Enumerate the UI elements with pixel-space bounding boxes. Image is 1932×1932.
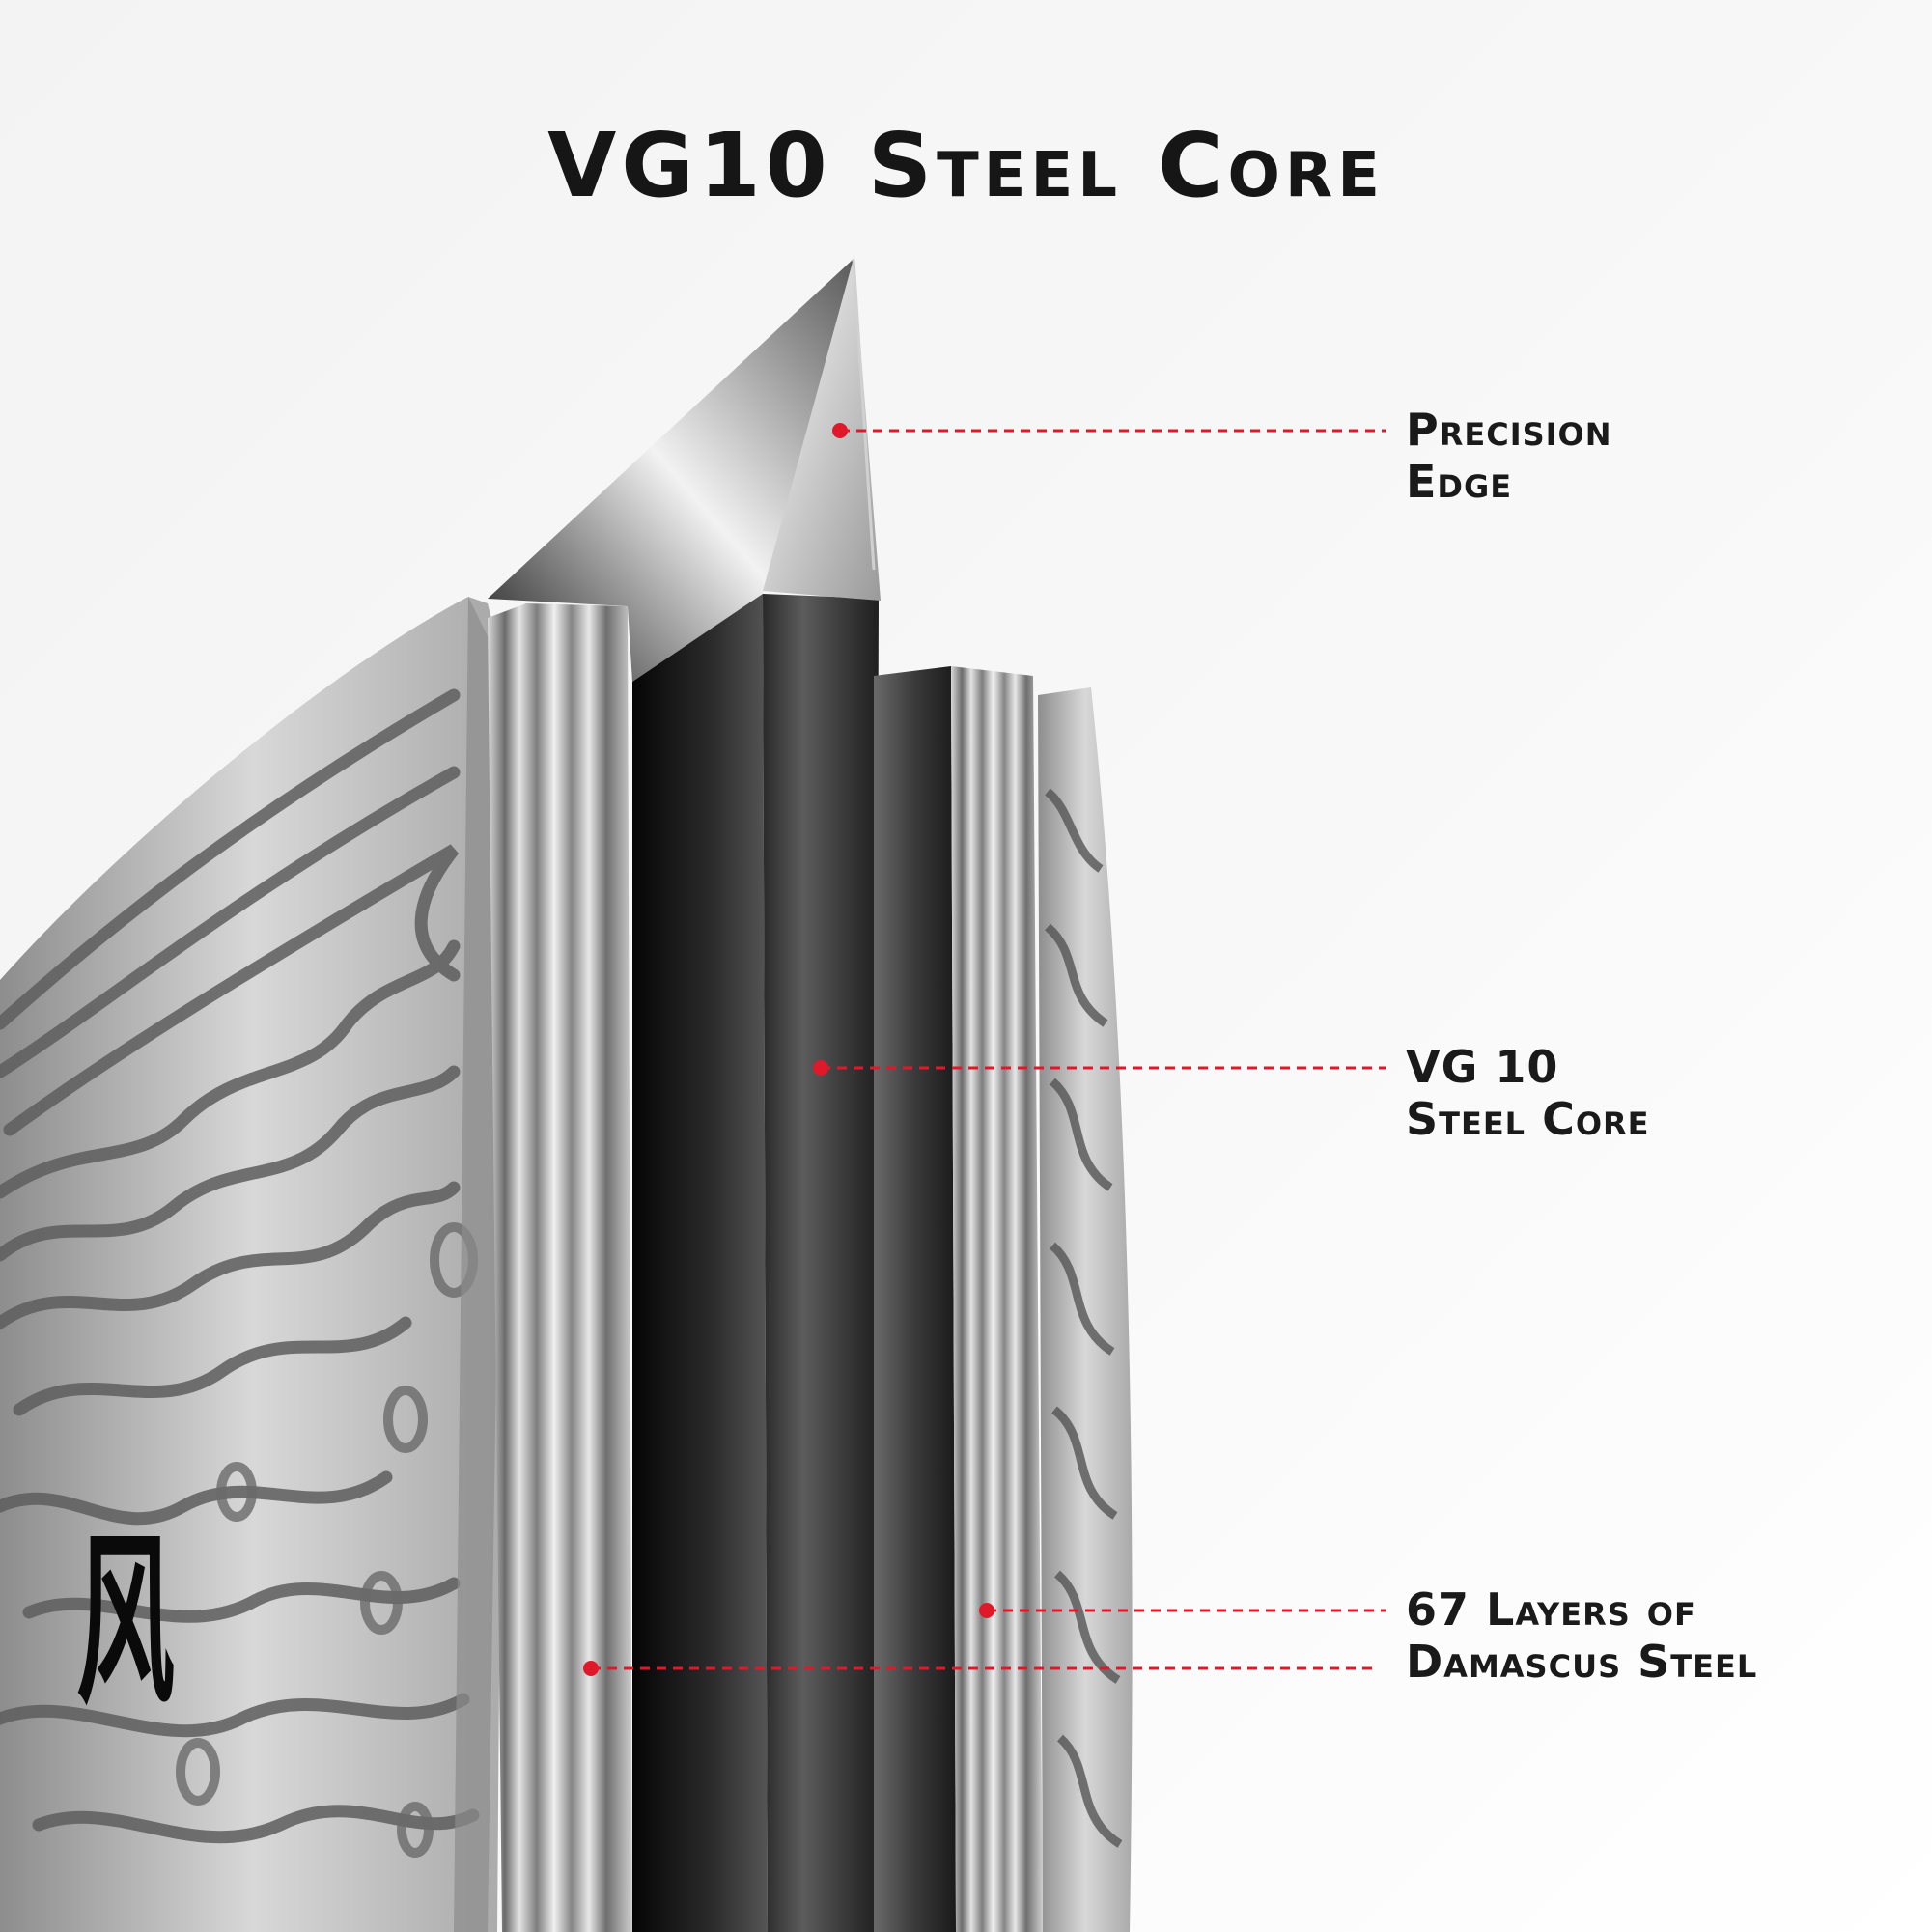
- damascus-face-right: [1038, 687, 1133, 1932]
- inner-face-left: [632, 594, 768, 1932]
- callout-damascus-layers-line1: 67 Layers of: [1406, 1583, 1696, 1636]
- callout-damascus-layers-line2: Damascus Steel: [1406, 1636, 1758, 1688]
- dot-core: [813, 1060, 828, 1076]
- callout-steel-core-line1: VG 10: [1406, 1041, 1559, 1093]
- dot-precision-edge: [832, 423, 848, 438]
- inner-face-right: [874, 666, 956, 1932]
- callout-leaders: [591, 429, 1386, 1670]
- maker-mark-logo: 风: [76, 1513, 175, 1730]
- blade-bevel-right: [763, 259, 881, 601]
- callout-precision-edge-line2: Edge: [1406, 456, 1513, 508]
- callout-dots: [583, 423, 994, 1676]
- damascus-layers-left: [488, 603, 632, 1932]
- damascus-face-left: [0, 597, 507, 1932]
- dot-layers-right: [979, 1603, 994, 1618]
- page-title: VG10 Steel Core: [547, 114, 1385, 217]
- vg10-steel-core: [763, 594, 879, 1932]
- blade-bevel-left: [488, 259, 854, 682]
- callout-steel-core-line2: Steel Core: [1406, 1093, 1650, 1145]
- callout-precision-edge-line1: Precision: [1406, 404, 1612, 456]
- callout-precision-edge: Precision Edge: [1406, 404, 1612, 508]
- svg-text:风: 风: [76, 1513, 175, 1730]
- damascus-layers-right: [951, 666, 1043, 1932]
- dot-layers-left: [583, 1661, 599, 1676]
- callout-steel-core: VG 10 Steel Core: [1406, 1041, 1650, 1145]
- callout-damascus-layers: 67 Layers of Damascus Steel: [1406, 1583, 1757, 1688]
